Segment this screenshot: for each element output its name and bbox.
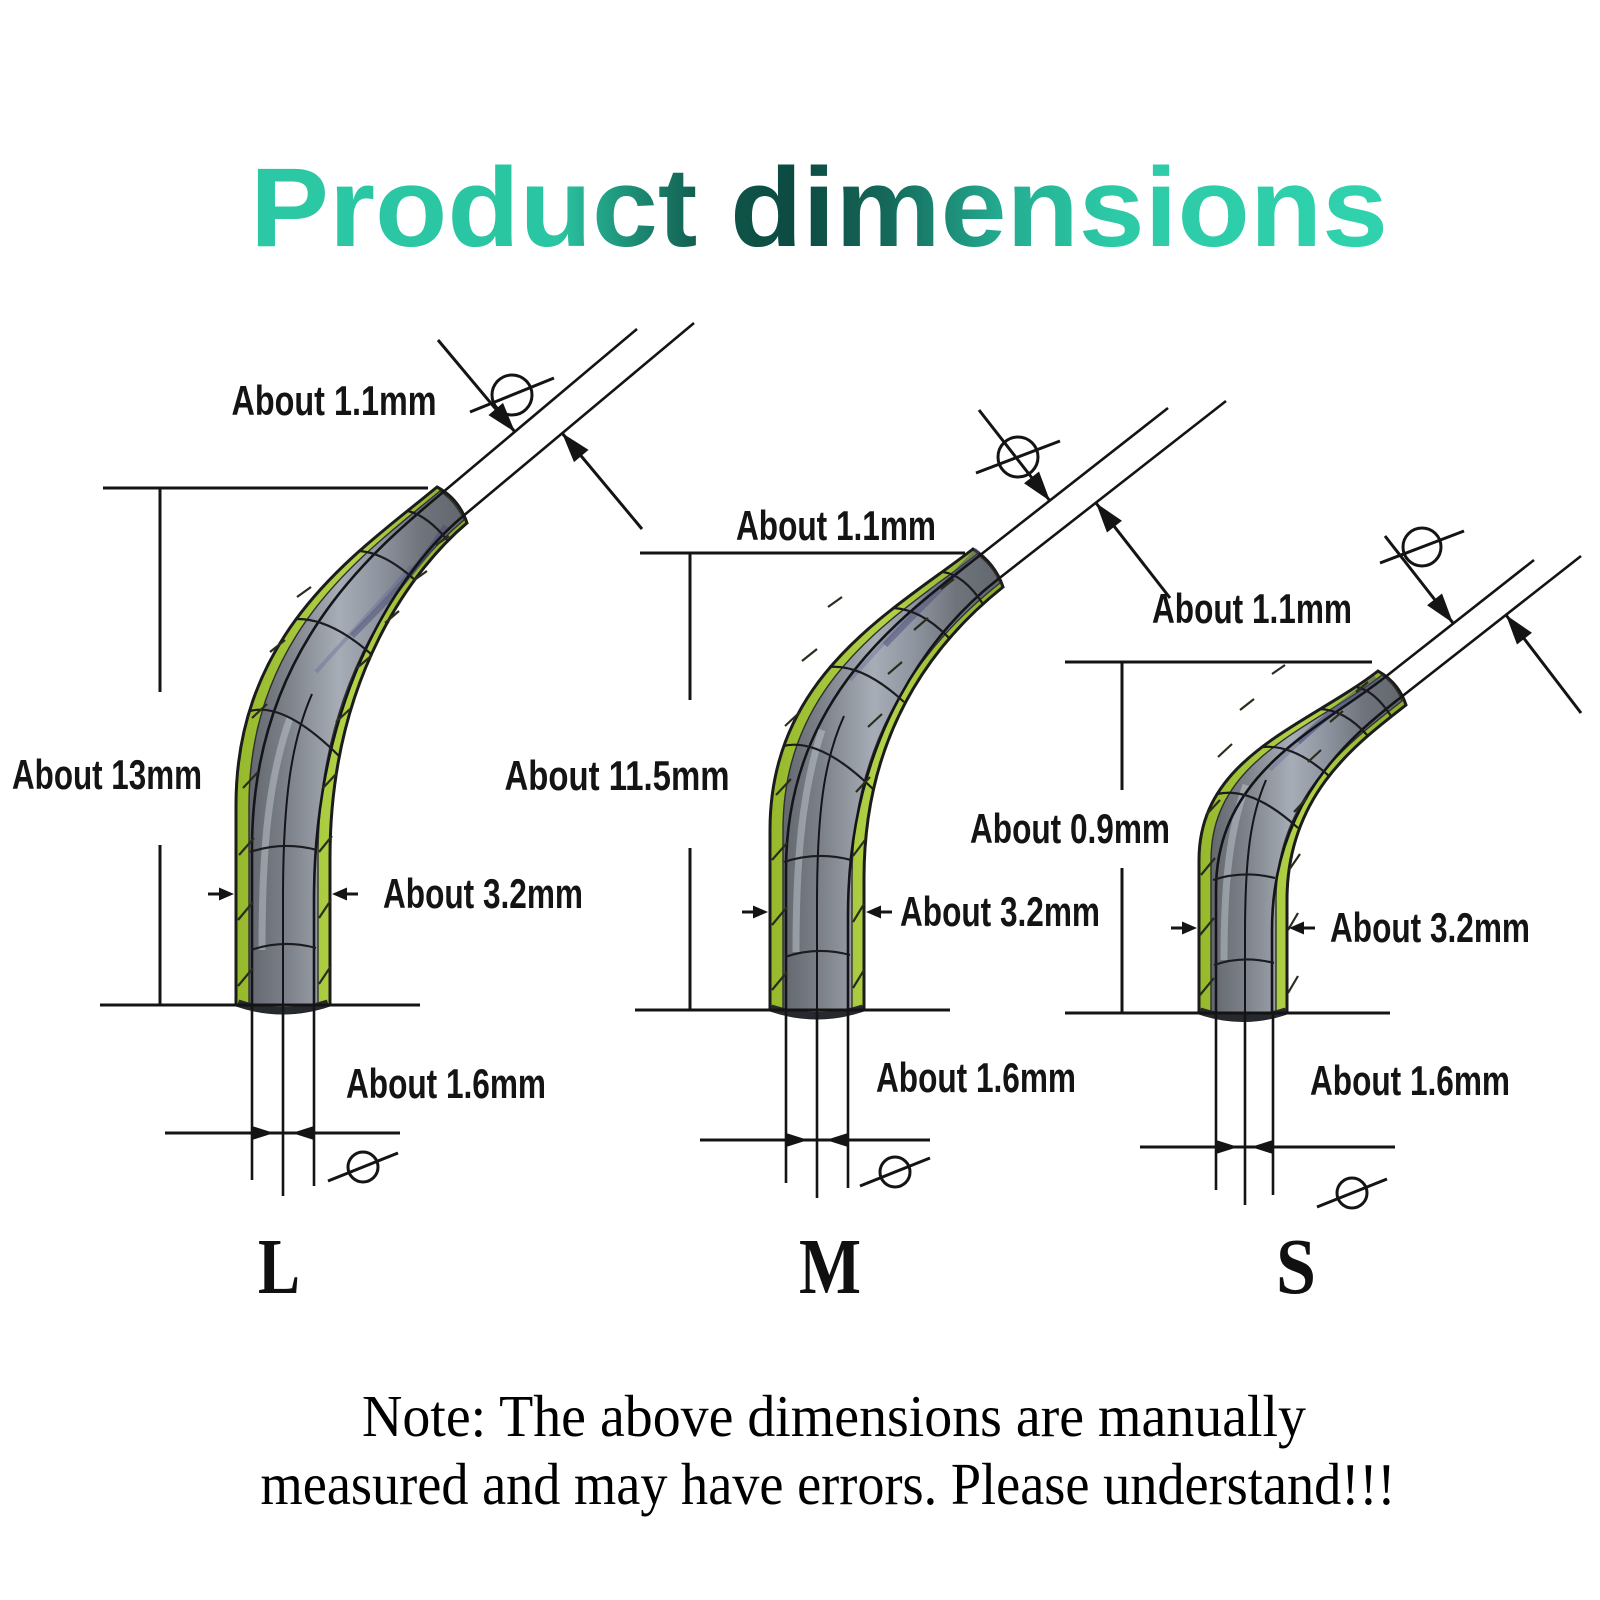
- tube-cross-line: [782, 743, 874, 790]
- arrowhead: [1506, 615, 1532, 645]
- diameter-icon: [975, 435, 1061, 479]
- tube-hatching: [1199, 664, 1369, 996]
- tube-cross-line: [407, 509, 449, 542]
- arrowhead: [1182, 921, 1197, 935]
- tube-highlight: [792, 728, 826, 953]
- extension-line: [996, 399, 1227, 582]
- tube-cross-line: [1319, 707, 1369, 737]
- extension-line: [1399, 554, 1582, 700]
- tube-cross-line: [1355, 685, 1392, 717]
- label-height: About 11.5mm: [505, 752, 730, 799]
- dimensions-S: About 1.1mm About 0.9mm About 3.2mm Abou…: [970, 526, 1583, 1311]
- tube-centerline: [1244, 779, 1267, 1013]
- diameter-icon: [1379, 526, 1465, 568]
- arrowhead: [1251, 1140, 1273, 1154]
- tube-cross-line: [295, 617, 372, 655]
- arrowhead: [1289, 921, 1304, 935]
- tube-cross-line: [249, 844, 318, 854]
- size-letter: M: [799, 1224, 861, 1311]
- tube-bore-line: [1214, 676, 1385, 1013]
- extension-line: [978, 406, 1169, 558]
- arrowhead: [1427, 593, 1453, 623]
- tube-bore-line: [846, 578, 998, 1010]
- tube-centerline: [816, 715, 845, 1010]
- tube-cross-line: [828, 665, 905, 703]
- tube-shading: [1268, 698, 1352, 772]
- tube-body: [782, 553, 1001, 1016]
- tube-centerline: [282, 693, 313, 1005]
- arrowhead: [562, 433, 589, 463]
- diameter-icon: [1316, 1176, 1388, 1210]
- label-tip-diameter: About 1.1mm: [1152, 585, 1352, 632]
- tube-drawing-S: [1197, 664, 1408, 1022]
- diameter-icon: [327, 1150, 399, 1184]
- arrowhead: [1216, 1140, 1238, 1154]
- tube-cross-line: [1213, 958, 1275, 967]
- note-line-1: Note: The above dimensions are manually: [362, 1383, 1306, 1449]
- label-outer-diameter: About 3.2mm: [900, 888, 1100, 935]
- tube-cross-line: [1261, 745, 1330, 777]
- tube-highlight: [258, 716, 294, 951]
- label-height: About 0.9mm: [970, 805, 1170, 852]
- label-inner-diameter: About 1.6mm: [876, 1054, 1076, 1101]
- extension-line: [1383, 558, 1535, 680]
- arrowhead: [826, 1133, 848, 1147]
- note-line-2: measured and may have errors. Please und…: [261, 1451, 1396, 1517]
- tube-cross-line: [783, 854, 852, 864]
- arrowhead: [252, 1126, 274, 1140]
- figure-M: About 1.1mm About 11.5mm About 3.2mm Abo…: [505, 399, 1227, 1311]
- arrowhead: [219, 887, 234, 901]
- dimensions-M: About 1.1mm About 11.5mm About 3.2mm Abo…: [505, 399, 1227, 1311]
- tube-hatching: [237, 535, 450, 987]
- extension-line: [441, 328, 638, 494]
- arrowhead: [332, 887, 347, 901]
- arrowhead: [786, 1133, 808, 1147]
- page-title: Product dimensions: [250, 145, 1388, 270]
- figure-S: About 1.1mm About 0.9mm About 3.2mm Abou…: [970, 526, 1583, 1311]
- tube-bore-line: [312, 516, 463, 1005]
- tube-drawing-M: [768, 547, 1005, 1020]
- tube-cross-line: [359, 549, 416, 581]
- label-outer-diameter: About 3.2mm: [1330, 904, 1530, 951]
- label-height: About 13mm: [12, 751, 202, 798]
- dimensions-L: About 1.1mm About 13mm About 3.2mm About…: [12, 322, 695, 1311]
- tube-bore-line: [1270, 696, 1401, 1013]
- tube-cross-line: [942, 570, 984, 605]
- label-tip-diameter: About 1.1mm: [736, 502, 936, 549]
- tube-drawing-L: [234, 485, 469, 1015]
- size-letter: L: [258, 1224, 300, 1311]
- tube-cross-line: [1216, 791, 1299, 829]
- diameter-icon: [859, 1155, 931, 1189]
- extension-line: [461, 322, 695, 518]
- arrowhead: [753, 905, 768, 919]
- tube-bore-line: [250, 492, 443, 1005]
- arrowhead: [488, 402, 515, 432]
- label-tip-diameter: About 1.1mm: [232, 377, 437, 424]
- tube-cross-line: [784, 949, 851, 959]
- label-inner-diameter: About 1.6mm: [346, 1060, 546, 1107]
- arrowhead: [1096, 503, 1122, 533]
- arrowhead: [292, 1126, 314, 1140]
- tube-shading: [314, 564, 414, 674]
- tube-cross-line: [1212, 873, 1276, 882]
- figure-L: About 1.1mm About 13mm About 3.2mm About…: [12, 322, 695, 1311]
- label-inner-diameter: About 1.6mm: [1310, 1057, 1510, 1104]
- tube-cross-line: [249, 708, 340, 757]
- tube-cross-line: [250, 942, 317, 952]
- arrowhead: [866, 905, 881, 919]
- tube-shading: [848, 580, 942, 682]
- tube-hatching: [771, 578, 955, 991]
- tube-bore-line: [784, 554, 980, 1010]
- size-letter: S: [1276, 1224, 1316, 1311]
- arrowhead: [1024, 471, 1050, 501]
- tube-cross-line: [893, 606, 950, 639]
- tube-shading: [882, 547, 981, 648]
- diameter-icon: [469, 373, 555, 417]
- label-outer-diameter: About 3.2mm: [383, 870, 583, 917]
